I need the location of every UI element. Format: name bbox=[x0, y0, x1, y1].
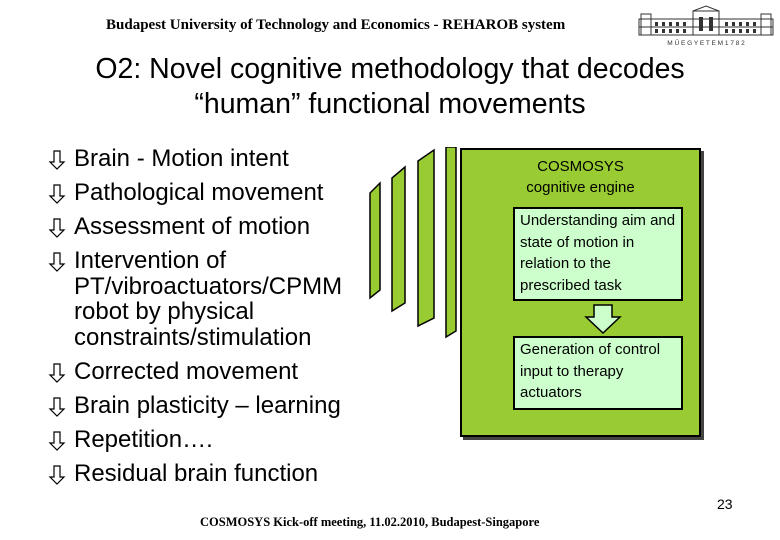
down-arrow-bullet-icon bbox=[48, 362, 66, 383]
bullet-item: Corrected movement bbox=[48, 357, 388, 385]
down-arrow-bullet-icon bbox=[48, 252, 66, 272]
page-number: 23 bbox=[717, 496, 733, 512]
bullet-item: Repetition…. bbox=[48, 425, 388, 453]
generation-box: Generation of control input to therapy a… bbox=[513, 336, 683, 410]
title-line-2: “human” functional movements bbox=[194, 88, 586, 120]
slide-title: O2: Novel cognitive methodology that dec… bbox=[20, 52, 760, 122]
down-arrow-bullet-icon bbox=[48, 396, 66, 417]
bullet-text-continuation: PT/vibroactuators/CPMM bbox=[74, 272, 343, 300]
back-panel-1 bbox=[369, 181, 381, 300]
bullet-item: Intervention of PT/vibroactuators/CPMM r… bbox=[48, 248, 388, 350]
bullet-text-continuation: constraints/stimulation bbox=[74, 323, 312, 351]
cosmosys-title-line-1: COSMOSYS bbox=[537, 158, 624, 175]
understanding-box: Understanding aim and state of motion in… bbox=[513, 207, 683, 301]
bullet-item: Brain plasticity – learning bbox=[48, 391, 388, 419]
cosmosys-title-line-2: cognitive engine bbox=[526, 179, 635, 196]
footer-text: COSMOSYS Kick-off meeting, 11.02.2010, B… bbox=[200, 515, 540, 529]
back-panel-3 bbox=[417, 148, 435, 328]
bullet-list: Brain - Motion intent Pathological movem… bbox=[48, 146, 388, 495]
bullet-text: Repetition…. bbox=[74, 425, 213, 453]
bullet-item: Brain - Motion intent bbox=[48, 146, 388, 172]
bullet-item: Assessment of motion bbox=[48, 214, 388, 240]
back-panel-2 bbox=[391, 165, 406, 313]
perspective-panels bbox=[369, 147, 457, 339]
bullet-text: Brain plasticity – learning bbox=[74, 391, 341, 419]
bullet-text: Brain - Motion intent bbox=[74, 145, 289, 172]
down-arrow-bullet-icon bbox=[48, 184, 66, 204]
header-text: Budapest University of Technology and Ec… bbox=[106, 17, 566, 33]
bullet-item: Residual brain function bbox=[48, 459, 388, 487]
bullet-text: Assessment of motion bbox=[74, 213, 311, 240]
university-logo: M Ű E G Y E T E M 1 7 8 2 bbox=[638, 5, 774, 47]
bullet-text: Residual brain function bbox=[74, 459, 319, 487]
down-arrow-bullet-icon bbox=[48, 430, 66, 451]
bullet-item: Pathological movement bbox=[48, 180, 388, 206]
down-arrow-bullet-icon bbox=[48, 218, 66, 238]
bullet-text: Intervention of bbox=[74, 247, 227, 274]
bullet-text-continuation: robot by physical bbox=[74, 298, 255, 325]
cosmosys-panel: COSMOSYS cognitive engine Understanding … bbox=[460, 148, 701, 437]
logo-caption: M Ű E G Y E T E M 1 7 8 2 bbox=[667, 38, 745, 47]
flow-down-arrow-icon bbox=[584, 304, 622, 334]
cosmosys-title: COSMOSYS cognitive engine bbox=[462, 156, 699, 198]
bullet-text: Pathological movement bbox=[74, 179, 324, 206]
bullet-text: Corrected movement bbox=[74, 357, 299, 385]
title-line-1: O2: Novel cognitive methodology that dec… bbox=[95, 53, 685, 85]
down-arrow-bullet-icon bbox=[48, 150, 66, 170]
down-arrow-bullet-icon bbox=[48, 464, 66, 485]
back-panel-4 bbox=[445, 147, 457, 339]
